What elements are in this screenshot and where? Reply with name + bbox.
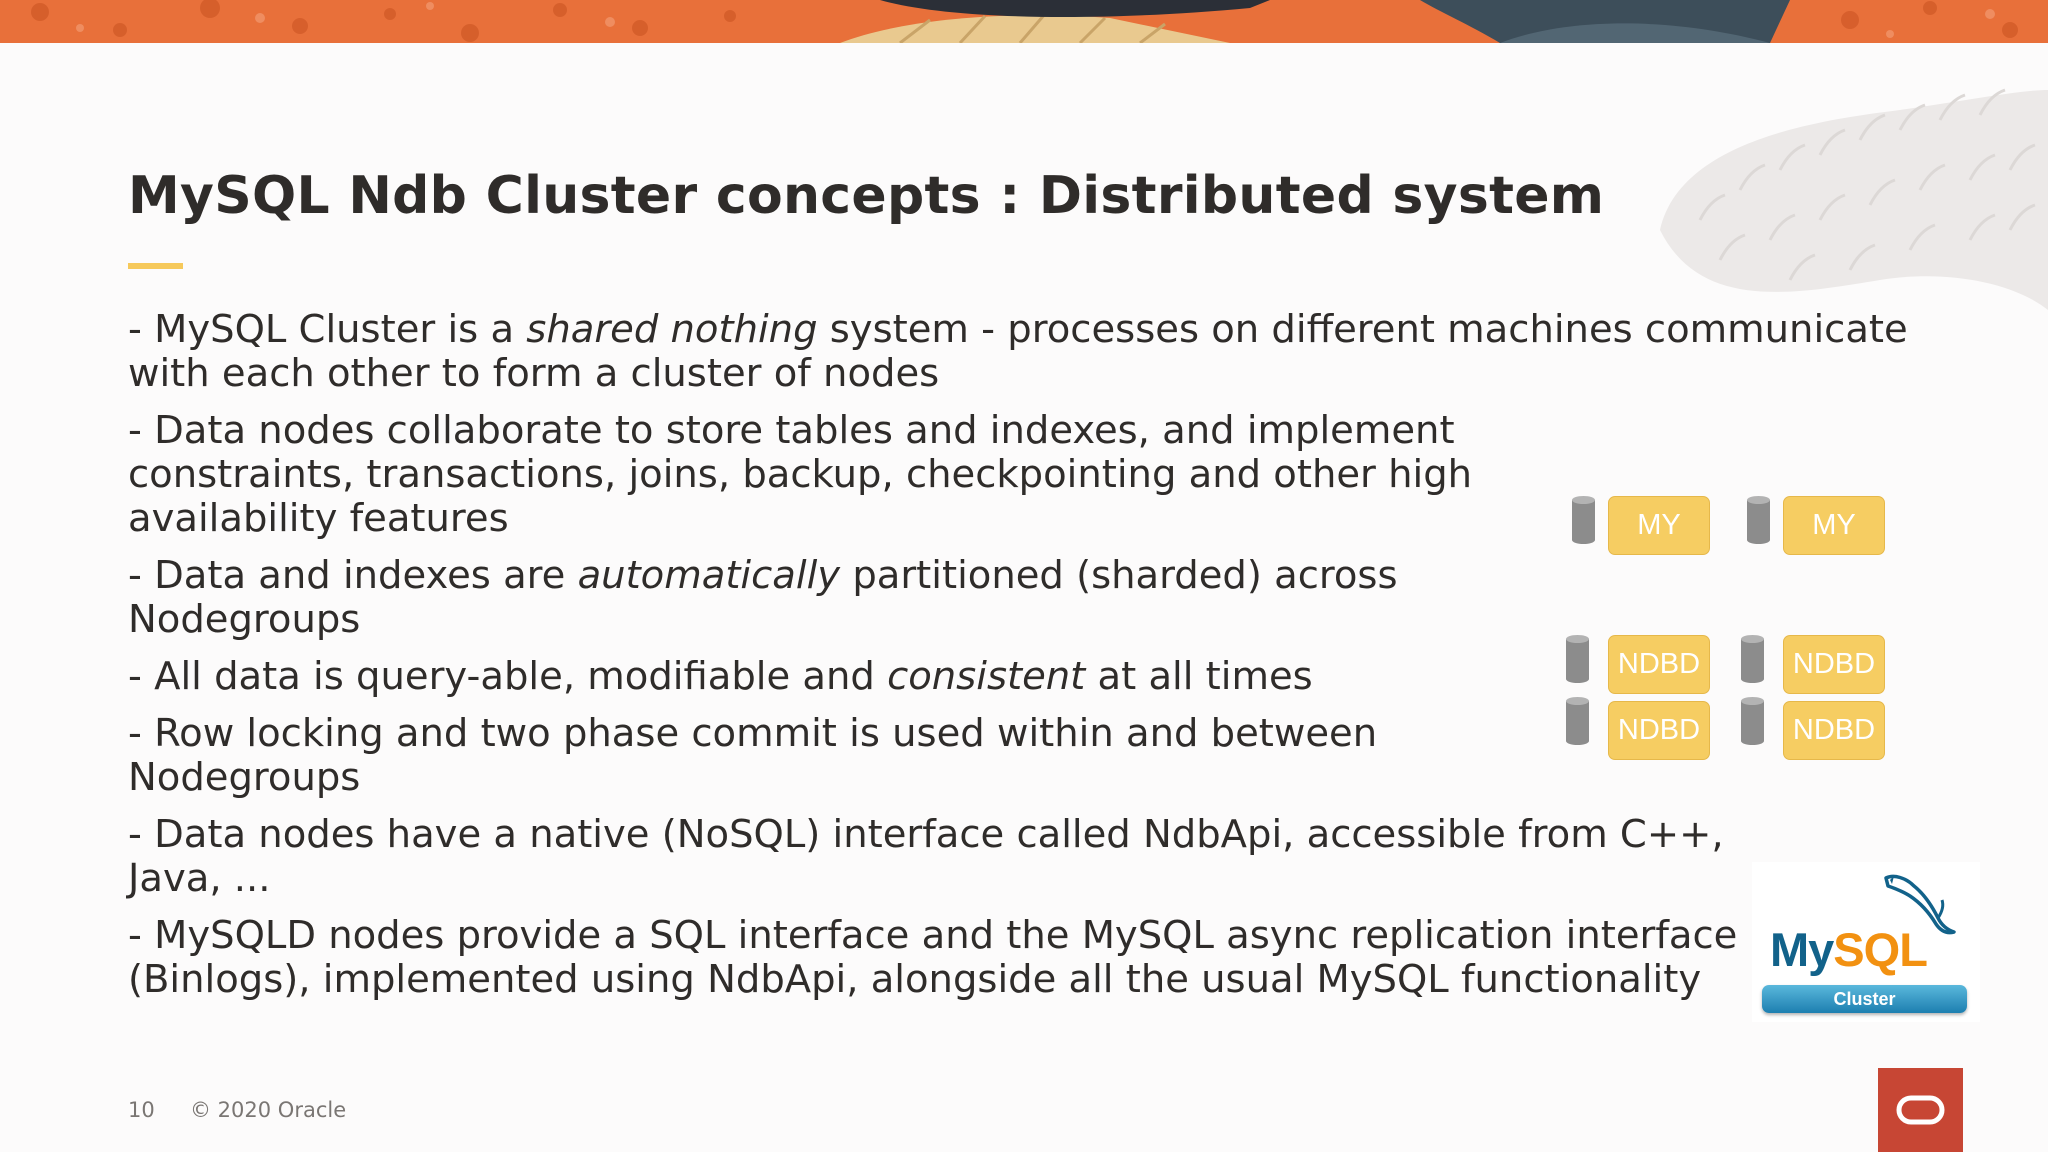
bullet-item: - Data nodes collaborate to store tables… [128, 409, 1568, 541]
bullet-item: - Row locking and two phase commit is us… [128, 712, 1568, 800]
bullet-emphasis: automatically [577, 553, 841, 598]
bullet-item: - MySQL Cluster is a shared nothing syst… [128, 308, 1928, 396]
cluster-badge: Cluster [1762, 985, 1967, 1013]
bullet-item: - Data and indexes are automatically par… [128, 554, 1568, 642]
title-accent-rule [128, 263, 183, 269]
oracle-logo-icon [1896, 1095, 1945, 1125]
data-node: NDBD [1608, 701, 1710, 760]
bullet-text: - MySQL Cluster is a [128, 307, 527, 352]
bullet-text: - Data and indexes are [128, 553, 578, 598]
bullet-text: partitioned (sharded) across Nodegroups [128, 553, 1398, 642]
bullet-text: system - processes on different machines… [128, 307, 1908, 396]
mysqld-node: MY [1783, 496, 1885, 555]
bullet-item: - Data nodes have a native (NoSQL) inter… [128, 813, 1728, 901]
bullet-text: - Row locking and two phase commit is us… [128, 711, 1378, 800]
database-cylinder-icon [1566, 697, 1589, 745]
mysql-dolphin-icon [1884, 874, 1956, 935]
bullet-text: - Data nodes have a native (NoSQL) inter… [128, 812, 1724, 901]
database-cylinder-icon [1741, 697, 1764, 745]
bullet-text: at all times [1085, 654, 1313, 699]
oracle-logo [1878, 1068, 1963, 1152]
page-number: 10 [128, 1098, 155, 1122]
decorative-leaf-pattern [1660, 88, 2048, 310]
bullet-item: - MySQLD nodes provide a SQL interface a… [128, 914, 1888, 1002]
bullet-text: - All data is query-able, modifiable and [128, 654, 888, 699]
slide-title: MySQL Ndb Cluster concepts : Distributed… [128, 166, 1605, 226]
bullet-text: - MySQLD nodes provide a SQL interface a… [128, 913, 1738, 1002]
bullet-item: - All data is query-able, modifiable and… [128, 655, 1568, 699]
bullet-emphasis: consistent [887, 654, 1086, 699]
bullet-emphasis: shared nothing [526, 307, 818, 352]
database-cylinder-icon [1747, 496, 1770, 544]
mysqld-node: MY [1608, 496, 1710, 555]
data-node: NDBD [1608, 635, 1710, 694]
header-banner [0, 0, 2048, 43]
database-cylinder-icon [1741, 635, 1764, 683]
mysql-wordmark: MySQL [1770, 923, 1928, 976]
bullet-text: - Data nodes collaborate to store tables… [128, 408, 1473, 541]
data-node: NDBD [1783, 635, 1885, 694]
bullet-list: - MySQL Cluster is a shared nothing syst… [128, 308, 1928, 1015]
data-node: NDBD [1783, 701, 1885, 760]
database-cylinder-icon [1566, 635, 1589, 683]
database-cylinder-icon [1572, 496, 1595, 544]
copyright: © 2020 Oracle [190, 1098, 347, 1122]
mysql-cluster-logo: MySQL Cluster [1752, 862, 1980, 1022]
